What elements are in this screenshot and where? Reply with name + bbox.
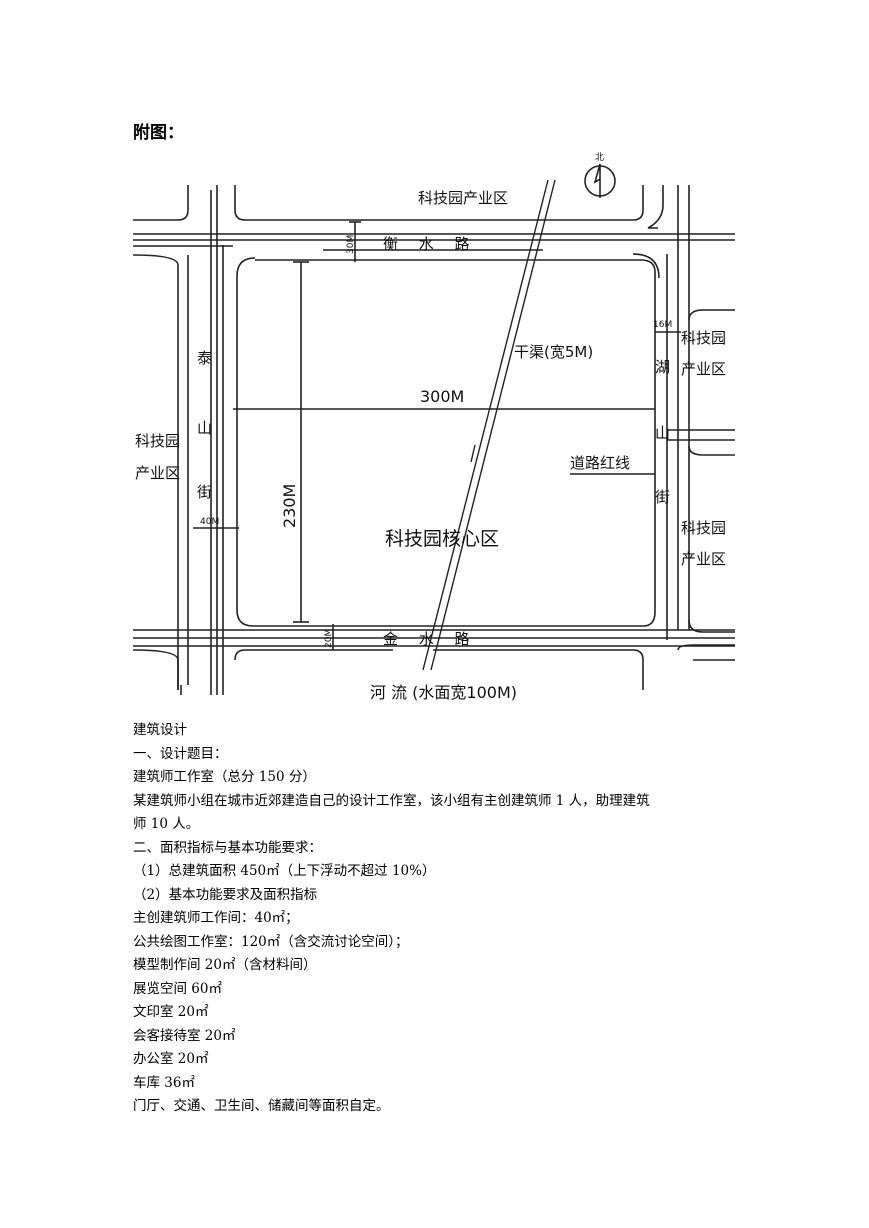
hushan-street-label-2: 山 — [655, 424, 670, 442]
brief-line: 建筑设计 — [133, 722, 187, 738]
zone-right-top-label-1: 科技园 — [681, 329, 726, 347]
brief-line: 门厅、交通、卫生间、储藏间等面积自定。 — [133, 1098, 390, 1114]
brief-line: 车库 36㎡ — [133, 1074, 195, 1091]
zone-right-top-label-2: 产业区 — [681, 360, 726, 378]
hushan-street-label-3: 街 — [655, 488, 670, 506]
brief-line: 建筑师工作室（总分 150 分） — [133, 769, 316, 785]
river-label: 河 流 (水面宽100M) — [370, 683, 517, 702]
width-dimension-label: 300M — [420, 387, 464, 406]
hengshui-road-label: 衡 水 路 — [383, 235, 478, 253]
appendix-heading: 附图： — [133, 123, 184, 143]
road-right-dimension-label: 16M — [653, 320, 672, 330]
brief-line: 二、面积指标与基本功能要求： — [133, 839, 322, 856]
hushan-street-label-1: 湖 — [655, 358, 670, 376]
zone-top-label: 科技园产业区 — [418, 189, 508, 207]
brief-line: 主创建筑师工作间：40㎡； — [133, 910, 299, 926]
road-top-dimension-label: 30M — [346, 235, 356, 254]
site-plan-drawing: 北 科技园产业区 衡 水 路 金 水 路 泰 山 街 湖 山 街 科技园 产业区… — [133, 152, 735, 702]
zone-left-label-1: 科技园 — [135, 432, 180, 450]
brief-line: 展览空间 60㎡ — [133, 980, 222, 997]
north-label: 北 — [595, 152, 604, 163]
brief-line: 会客接待室 20㎡ — [133, 1027, 236, 1044]
taishan-street-label-1: 泰 — [197, 349, 212, 367]
height-dimension-label: 230M — [280, 484, 299, 528]
brief-line: （2）基本功能要求及面积指标 — [133, 886, 318, 903]
brief-line: 文印室 20㎡ — [133, 1004, 209, 1020]
brief-line: 师 10 人。 — [133, 816, 200, 832]
red-line-label: 道路红线 — [570, 454, 630, 472]
taishan-street-label-2: 山 — [197, 419, 212, 437]
brief-line: 模型制作间 20㎡（含材料间） — [133, 957, 317, 973]
brief-line: 一、设计题目： — [133, 745, 228, 762]
zone-right-bottom-label-2: 产业区 — [681, 550, 726, 568]
zone-left-label-2: 产业区 — [135, 464, 180, 482]
zone-right-bottom-label-1: 科技园 — [681, 519, 726, 537]
design-brief-text: 建筑设计 一、设计题目： 建筑师工作室（总分 150 分） 某建筑师小组在城市近… — [133, 719, 733, 1119]
brief-line: 某建筑师小组在城市近郊建造自己的设计工作室，该小组有主创建筑师 1 人，助理建筑 — [133, 792, 650, 809]
road-left-dimension-label: 40M — [200, 517, 219, 527]
canal-label: 干渠(宽5M) — [514, 343, 593, 361]
brief-line: （1）总建筑面积 450㎡（上下浮动不超过 10%） — [133, 863, 436, 879]
brief-line: 公共绘图工作室：120㎡（含交流讨论空间）； — [133, 933, 409, 950]
taishan-street-label-3: 街 — [197, 483, 212, 501]
brief-line: 办公室 20㎡ — [133, 1051, 209, 1067]
road-bottom-dimension-label: 20M — [324, 629, 334, 648]
jinshui-road-label: 金 水 路 — [383, 630, 478, 648]
core-area-label: 科技园核心区 — [385, 528, 499, 550]
